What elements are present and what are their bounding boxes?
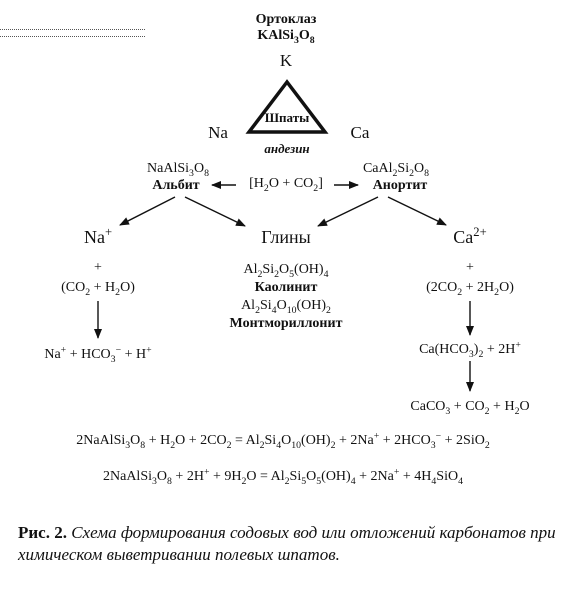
vertex-k: K (279, 51, 293, 70)
na-ion: Na+ (83, 225, 113, 247)
right-intermediate: Ca(HCO3)2 + 2H+ (419, 339, 521, 360)
montmorillonite-formula: Al2Si4O10(OH)2 (241, 298, 331, 316)
arrow-albite-to-clays (184, 196, 246, 227)
kaolinite-formula: Al2Si2O5(OH)4 (243, 262, 329, 280)
albite-formula: NaAlSi3O8 (147, 161, 209, 179)
caption-label: Рис. 2. (18, 523, 67, 542)
triangle-label: Шпаты (264, 110, 310, 125)
anorthite-formula: CaAl2Si2O8 (362, 161, 430, 179)
caption-text: Схема формирования содовых вод или отлож… (18, 523, 556, 564)
weathering-agent: [H2O + CO2] (249, 176, 323, 194)
right-product: CaCO3 + CO2 + H2O (410, 399, 530, 417)
orthoclase-name: Ортоклаз (255, 12, 317, 27)
arrow-anorthite-to-clays (317, 196, 379, 227)
dotted-rule-decoration (0, 29, 145, 37)
left-product: Na+ + HCO3− + H+ (44, 344, 152, 365)
anorthite-name: Анортит (372, 178, 428, 193)
arrow-anorthite-to-ca (387, 196, 447, 226)
vertex-ca: Ca (350, 123, 370, 142)
equation-1: 2NaAlSi3O8 + H2O + 2CO2 = Al2Si4O10(OH)2… (76, 430, 490, 451)
kaolinite-name: Каолинит (254, 280, 318, 295)
ca-ion: Ca2+ (453, 225, 487, 247)
feldspar-triangle (245, 79, 329, 134)
equation-2: 2NaAlSi3O8 + 2H+ + 9H2O = Al2Si5O5(OH)4 … (102, 466, 464, 487)
montmorillonite-name: Монтмориллонит (229, 316, 343, 331)
right-reagent: (2CO2 + 2H2O) (426, 280, 514, 298)
andesine-label: андезин (264, 141, 310, 156)
arrow-albite-to-na (119, 196, 176, 226)
vertex-na: Na (208, 123, 228, 142)
clays-label: Глины (261, 227, 311, 247)
figure-caption: Рис. 2. Схема формирования содовых вод и… (18, 522, 558, 566)
albite-name: Альбит (152, 178, 200, 193)
left-plus: + (94, 260, 102, 275)
left-reagent: (CO2 + H2O) (61, 280, 135, 298)
right-plus: + (466, 260, 474, 275)
orthoclase-formula: KAlSi3O8 (257, 28, 315, 46)
